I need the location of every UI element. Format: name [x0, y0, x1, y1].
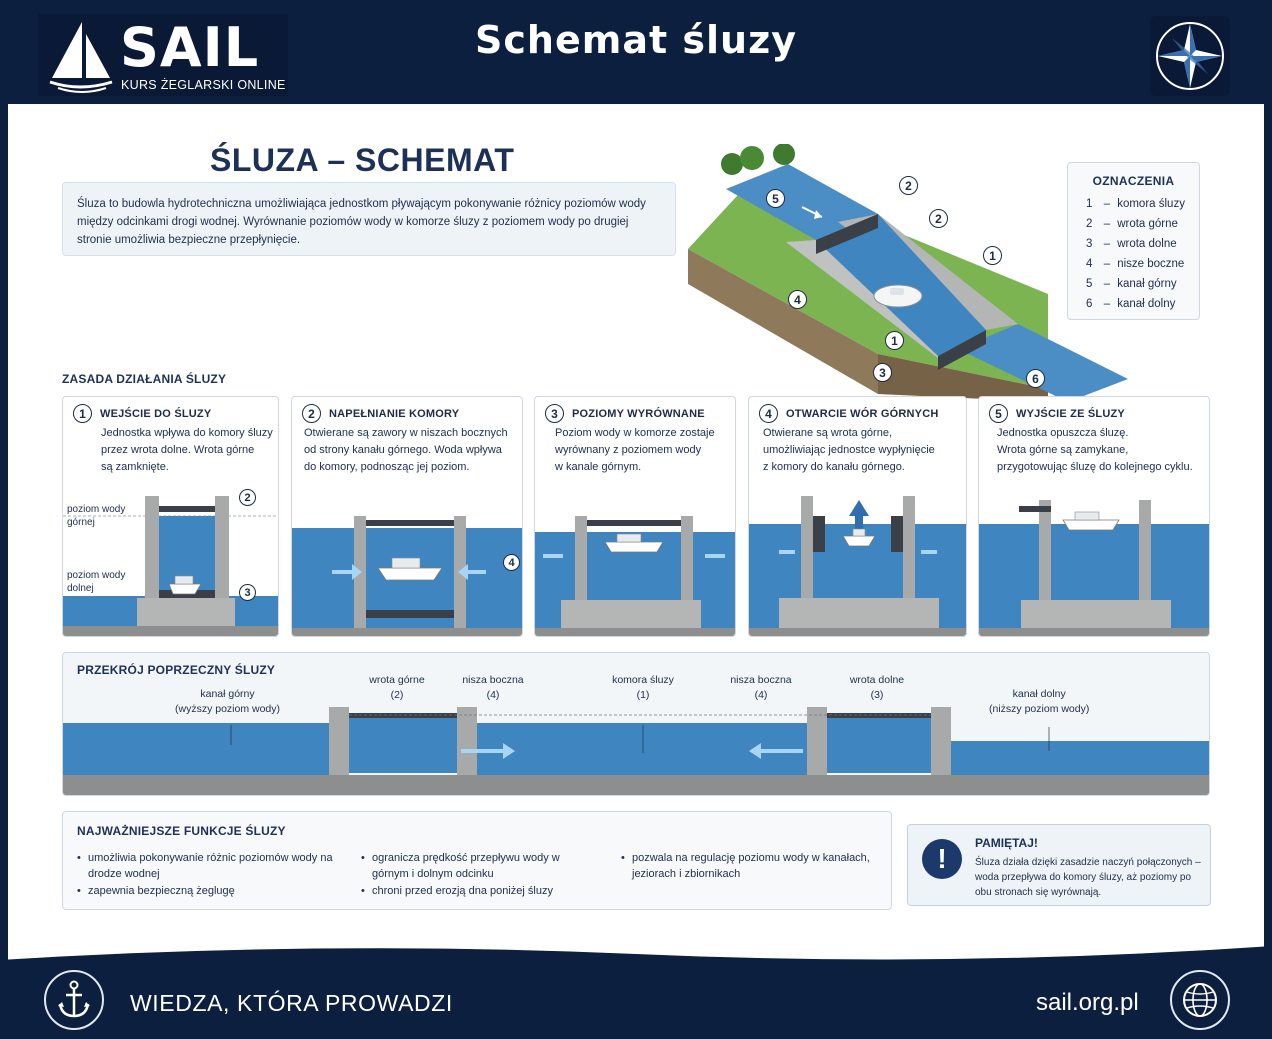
- step-2-marker-4: 4: [503, 554, 520, 571]
- functions-title: NAJWAŻNIEJSZE FUNKCJE ŚLUZY: [77, 824, 286, 838]
- iso-marker-6: 6: [1026, 369, 1045, 388]
- legend-title: OZNACZENIA: [1092, 174, 1175, 188]
- step-2-illustration: [292, 516, 522, 636]
- intro-box: Śluza to budowla hydrotechniczna umożliw…: [62, 182, 676, 256]
- step-title: NAPEŁNIANIE KOMORY: [329, 407, 460, 420]
- step-3-illustration: [535, 516, 735, 636]
- functions-list-3: pozwala na regulację poziomu wody w kana…: [621, 850, 883, 883]
- step-card-3: 3 POZIOMY WYRÓWNANE Poziom wody w komorze…: [534, 396, 736, 637]
- step-title: POZIOMY WYRÓWNANE: [572, 407, 705, 420]
- step-number: 4: [759, 404, 778, 423]
- footer-wave: [0, 946, 1272, 1039]
- iso-lock-illustration: [688, 144, 1128, 402]
- brand-name: SAIL: [120, 16, 260, 79]
- list-item: chroni przed erozją dna poniżej śluzy: [361, 883, 581, 899]
- remember-box: ! PAMIĘTAJ! Śluza działa dzięki zasadzie…: [907, 824, 1211, 906]
- iso-marker-3: 3: [873, 363, 892, 382]
- steps-section-title: ZASADA DZIAŁANIA ŚLUZY: [62, 372, 227, 386]
- legend-item: 3– wrota dolne: [1086, 238, 1177, 250]
- main-panel: ŚLUZA – SCHEMAT Śluza to budowla hydrote…: [8, 104, 1264, 974]
- legend-box: OZNACZENIA 1– komora śluzy 2– wrota górn…: [1067, 162, 1200, 320]
- step-description: Otwierane są wrota górne,umożliwiając je…: [763, 427, 935, 473]
- iso-marker-1b: 1: [885, 331, 904, 350]
- page-title: Schemat śluzy: [475, 18, 797, 62]
- step-number: 1: [73, 404, 92, 423]
- header: SAIL KURS ŻEGLARSKI ONLINE Schemat śluzy: [0, 0, 1272, 104]
- step-5-illustration: [979, 500, 1209, 636]
- compass-icon: [1150, 16, 1230, 96]
- cross-section-panel: PRZEKRÓJ POPRZECZNY ŚLUZY kanał górny(wy…: [62, 652, 1210, 796]
- cross-label-upper-gate: wrota górne(2): [369, 674, 425, 701]
- exclamation-icon: !: [922, 839, 962, 879]
- cross-label-lock-chamber: komora śluzy(1): [612, 674, 674, 701]
- step-card-1: 1 WEJŚCIE DO ŚLUZY Jednostka wpływa do ko…: [62, 396, 279, 637]
- step-4-illustration: [749, 496, 966, 636]
- functions-box: NAJWAŻNIEJSZE FUNKCJE ŚLUZY umożliwia po…: [62, 811, 892, 910]
- iso-marker-4: 4: [788, 290, 807, 309]
- functions-list-2: ogranicza prędkość przepływu wody w górn…: [361, 850, 581, 900]
- legend-item: 4– nisze boczne: [1086, 258, 1185, 270]
- step-title: WEJŚCIE DO ŚLUZY: [100, 407, 212, 420]
- globe-icon[interactable]: [1170, 970, 1230, 1030]
- step-title: WYJŚCIE ZE ŚLUZY: [1016, 407, 1125, 420]
- step-1-marker-2: 2: [239, 489, 256, 506]
- brand-logo[interactable]: SAIL KURS ŻEGLARSKI ONLINE: [38, 14, 288, 96]
- step-number: 5: [989, 404, 1008, 423]
- step-title: OTWARCIE WÓR GÓRNYCH: [786, 407, 939, 420]
- functions-list-1: umożliwia pokonywanie różnic poziomów wo…: [77, 850, 337, 900]
- step-1-marker-3: 3: [239, 584, 256, 601]
- iso-marker-5: 5: [766, 189, 785, 208]
- footer-site-link[interactable]: sail.org.pl: [1036, 989, 1139, 1016]
- legend-item: 1– komora śluzy: [1086, 198, 1185, 210]
- footer: WIEDZA, KTÓRA PROWADZI sail.org.pl: [0, 940, 1272, 1039]
- step-number: 3: [545, 404, 564, 423]
- legend-item: 2– wrota górne: [1086, 218, 1178, 230]
- step-card-4: 4 OTWARCIE WÓR GÓRNYCH Otwierane są wrota…: [748, 396, 967, 637]
- sail-logo-icon: [49, 22, 113, 93]
- list-item: ogranicza prędkość przepływu wody w górn…: [361, 850, 581, 882]
- list-item: umożliwia pokonywanie różnic poziomów wo…: [77, 850, 337, 882]
- list-item: pozwala na regulację poziomu wody w kana…: [621, 850, 883, 882]
- step-description: Jednostka opuszcza śluzę.Wrota górne są …: [997, 427, 1193, 473]
- list-item: zapewnia bezpieczną żeglugę: [77, 883, 337, 899]
- step-1-illustration: [63, 496, 278, 636]
- iso-marker-2b: 2: [929, 209, 948, 228]
- remember-title: PAMIĘTAJ!: [975, 836, 1038, 850]
- iso-marker-2a: 2: [899, 176, 918, 195]
- legend-item: 5– kanał górny: [1086, 278, 1177, 290]
- cross-label-side-niche-1: nisza boczna(4): [462, 674, 524, 701]
- step-card-5: 5 WYJŚCIE ZE ŚLUZY Jednostka opuszcza ślu…: [978, 396, 1210, 637]
- cross-label-side-niche-2: nisza boczna(4): [730, 674, 792, 701]
- cross-section-title: PRZEKRÓJ POPRZECZNY ŚLUZY: [77, 663, 276, 677]
- cross-section-illustration: [63, 707, 1209, 795]
- step-number: 2: [302, 404, 321, 423]
- brand-subtitle: KURS ŻEGLARSKI ONLINE: [121, 78, 286, 92]
- diagram-heading: ŚLUZA – SCHEMAT: [210, 142, 515, 178]
- legend-item: 6– kanał dolny: [1086, 298, 1176, 310]
- remember-text: Śluza działa dzięki zasadzie naczyń połą…: [975, 857, 1201, 898]
- legend-list: 1– komora śluzy 2– wrota górne 3– wrota …: [1086, 194, 1199, 314]
- iso-marker-1a: 1: [983, 246, 1002, 265]
- anchor-icon: [44, 970, 104, 1030]
- footer-tagline: WIEDZA, KTÓRA PROWADZI: [130, 990, 453, 1016]
- cross-label-upper-canal: kanał górny(wyższy poziom wody): [175, 688, 281, 715]
- step-card-2: 2 NAPEŁNIANIE KOMORY Otwierane są zawory …: [291, 396, 523, 637]
- cross-label-lower-canal: kanał dolny(niższy poziom wody): [989, 688, 1090, 715]
- cross-label-lower-gate: wrota dolne(3): [849, 674, 905, 701]
